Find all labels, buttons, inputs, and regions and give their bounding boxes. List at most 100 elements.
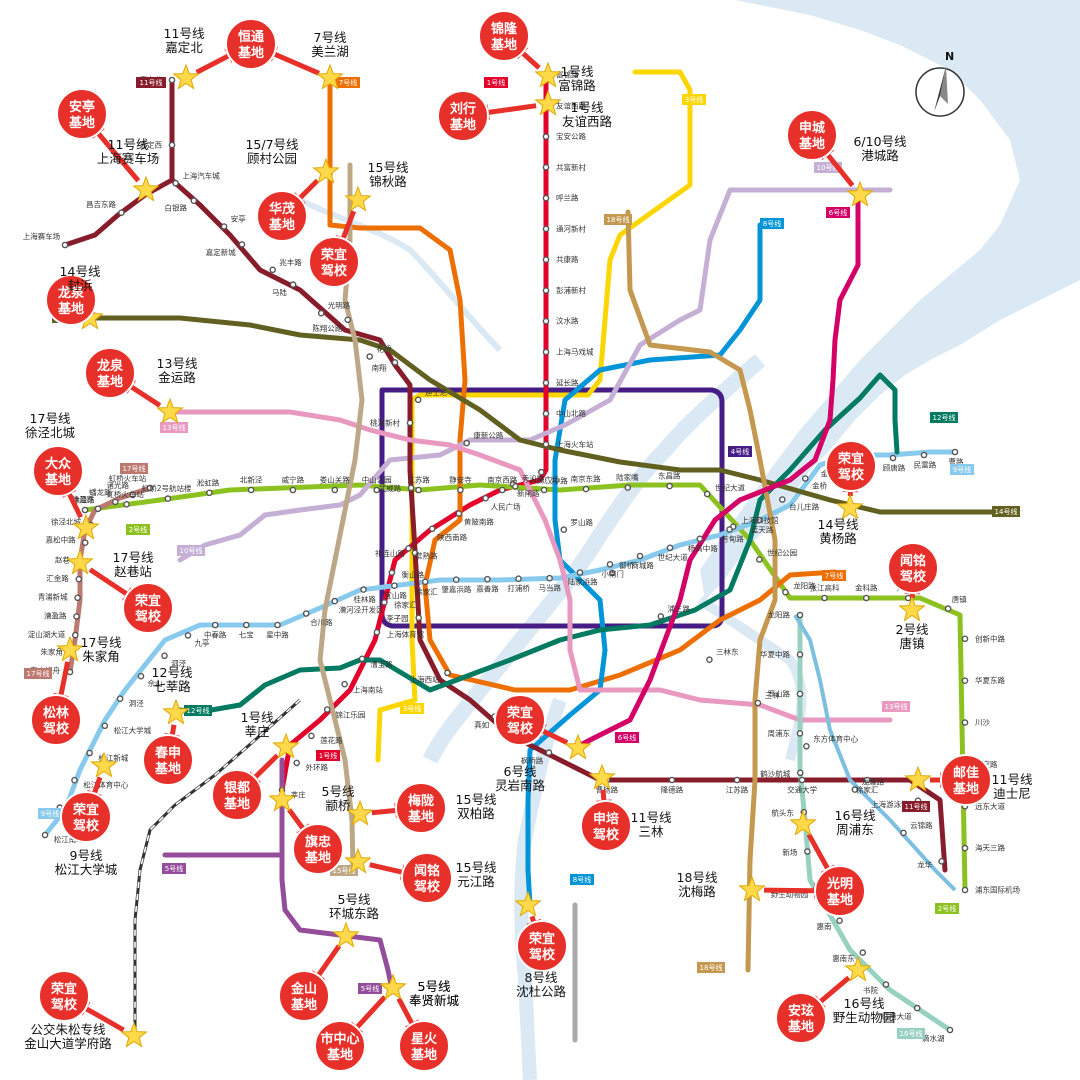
station-marker bbox=[168, 141, 176, 149]
base-name: 荣宜驾校 bbox=[134, 593, 162, 625]
stop-label: 公交朱松专线金山大道学府路 bbox=[24, 1022, 112, 1051]
base-circle bbox=[292, 823, 344, 875]
base-name: 恒通基地 bbox=[237, 29, 264, 61]
station-name: 嘉定新城 bbox=[206, 247, 236, 257]
station-marker bbox=[444, 669, 451, 677]
svg-text:1号线: 1号线 bbox=[487, 78, 505, 87]
station-marker bbox=[515, 575, 522, 583]
callout-arrow-shaft bbox=[826, 153, 855, 188]
svg-text:1号线: 1号线 bbox=[319, 751, 337, 760]
station-name: 锦江乐园 bbox=[335, 710, 365, 720]
station-name: 中山公园 bbox=[362, 475, 392, 485]
station-marker bbox=[755, 516, 763, 524]
station-name: 武威路 bbox=[379, 483, 402, 493]
station-name: 汇金路 bbox=[46, 573, 69, 583]
base-circle bbox=[314, 1020, 366, 1072]
station-name: 合川路 bbox=[310, 617, 333, 627]
star-icon bbox=[898, 595, 926, 622]
line-13-path bbox=[167, 409, 893, 723]
svg-text:17号线: 17号线 bbox=[123, 464, 146, 473]
station-marker bbox=[247, 486, 255, 494]
badge-line-9-south: 9号线 bbox=[38, 808, 62, 819]
station-marker bbox=[961, 886, 969, 894]
station-marker bbox=[796, 651, 804, 658]
base-name: 锦隆基地 bbox=[490, 21, 518, 53]
station-name: 金桥 bbox=[812, 480, 827, 490]
station-marker bbox=[576, 569, 584, 576]
line-6-path bbox=[572, 192, 861, 751]
station-marker bbox=[961, 677, 969, 685]
station-marker bbox=[756, 556, 763, 563]
base-circle bbox=[30, 694, 82, 746]
station-name: 松江体育中心 bbox=[83, 779, 128, 789]
station-name: 华夏东路 bbox=[975, 675, 1005, 685]
station-name: 江苏路 bbox=[407, 475, 430, 485]
badge-line-7: 7号线 bbox=[336, 77, 360, 88]
station-marker bbox=[542, 256, 550, 264]
station-name: 陆家嘴 bbox=[616, 472, 639, 482]
station-name: 上海体育馆 bbox=[387, 629, 425, 639]
badge-line-13-east: 13号线 bbox=[882, 701, 910, 712]
station-name: 虹桥火车站 bbox=[109, 473, 147, 483]
station-name: 唐镇 bbox=[952, 594, 967, 604]
svg-text:2号线: 2号线 bbox=[129, 525, 147, 534]
station-marker bbox=[542, 194, 550, 202]
base-circle bbox=[786, 109, 838, 161]
station-marker bbox=[242, 621, 250, 629]
station-name: 南翔 bbox=[372, 363, 387, 373]
callout-arrow-shaft bbox=[287, 808, 305, 830]
station-name: 徐泾东 bbox=[72, 495, 95, 505]
base-circle bbox=[211, 769, 263, 821]
huangpu-river bbox=[422, 353, 766, 764]
station-marker bbox=[391, 359, 399, 366]
base-name: 荣宜驾校 bbox=[837, 451, 865, 483]
station-marker bbox=[803, 743, 810, 750]
stop-label: 11号线上海赛车场 bbox=[97, 137, 160, 166]
station-marker bbox=[545, 749, 553, 756]
station-name: 徐泾北城 bbox=[51, 516, 81, 526]
station-name: 宜山路 bbox=[384, 590, 407, 600]
station-name: 中山北路 bbox=[556, 408, 586, 418]
station-name: 浦东国际机场 bbox=[975, 885, 1020, 895]
star-icon bbox=[66, 548, 94, 575]
base-circle bbox=[142, 734, 194, 786]
station-name: 汶水路 bbox=[556, 316, 579, 326]
base-name: 梅陇基地 bbox=[407, 793, 434, 825]
badge-line-9: 9号线 bbox=[950, 464, 974, 475]
stop-label: 15号线元江路 bbox=[456, 860, 497, 889]
station-marker bbox=[323, 706, 331, 713]
station-name: 龙华 bbox=[917, 859, 932, 869]
badge-line-12-west: 12号线 bbox=[184, 705, 212, 716]
svg-text:11号线: 11号线 bbox=[140, 78, 163, 87]
station-name: 芳甸路 bbox=[721, 534, 744, 544]
station-name: 滴水湖 bbox=[922, 1033, 945, 1043]
callout-arrow-shaft bbox=[96, 132, 141, 183]
station-name: 威宁路 bbox=[282, 475, 305, 485]
station-name: 曹路 bbox=[949, 457, 964, 467]
star-icon bbox=[514, 890, 542, 917]
station-marker bbox=[73, 613, 80, 620]
station-marker bbox=[863, 594, 870, 602]
station-name: 光明路 bbox=[328, 300, 351, 310]
station-marker bbox=[913, 1004, 921, 1012]
station-marker bbox=[415, 486, 422, 494]
station-marker bbox=[407, 484, 415, 492]
station-name: 罗山路 bbox=[768, 688, 791, 698]
station-name: 九亭 bbox=[195, 638, 210, 648]
line-9-path bbox=[42, 449, 958, 838]
station-marker bbox=[657, 613, 665, 620]
stop-label: 17号线赵巷站 bbox=[113, 550, 154, 579]
badge-line-12: 12号线 bbox=[930, 412, 958, 423]
svg-text:8号线: 8号线 bbox=[763, 219, 781, 228]
station-marker bbox=[220, 223, 228, 230]
station-name: 龙阳路 bbox=[768, 610, 791, 620]
stop-label: 1号线莘庄 bbox=[241, 710, 274, 739]
station-marker bbox=[211, 621, 219, 629]
stop-label: 16号线周浦东 bbox=[835, 808, 876, 837]
compass-letter: N bbox=[945, 50, 954, 63]
badge-line-11-east: 11号线 bbox=[902, 801, 930, 812]
station-marker bbox=[666, 482, 673, 490]
callout-arrow-shaft bbox=[806, 833, 830, 870]
